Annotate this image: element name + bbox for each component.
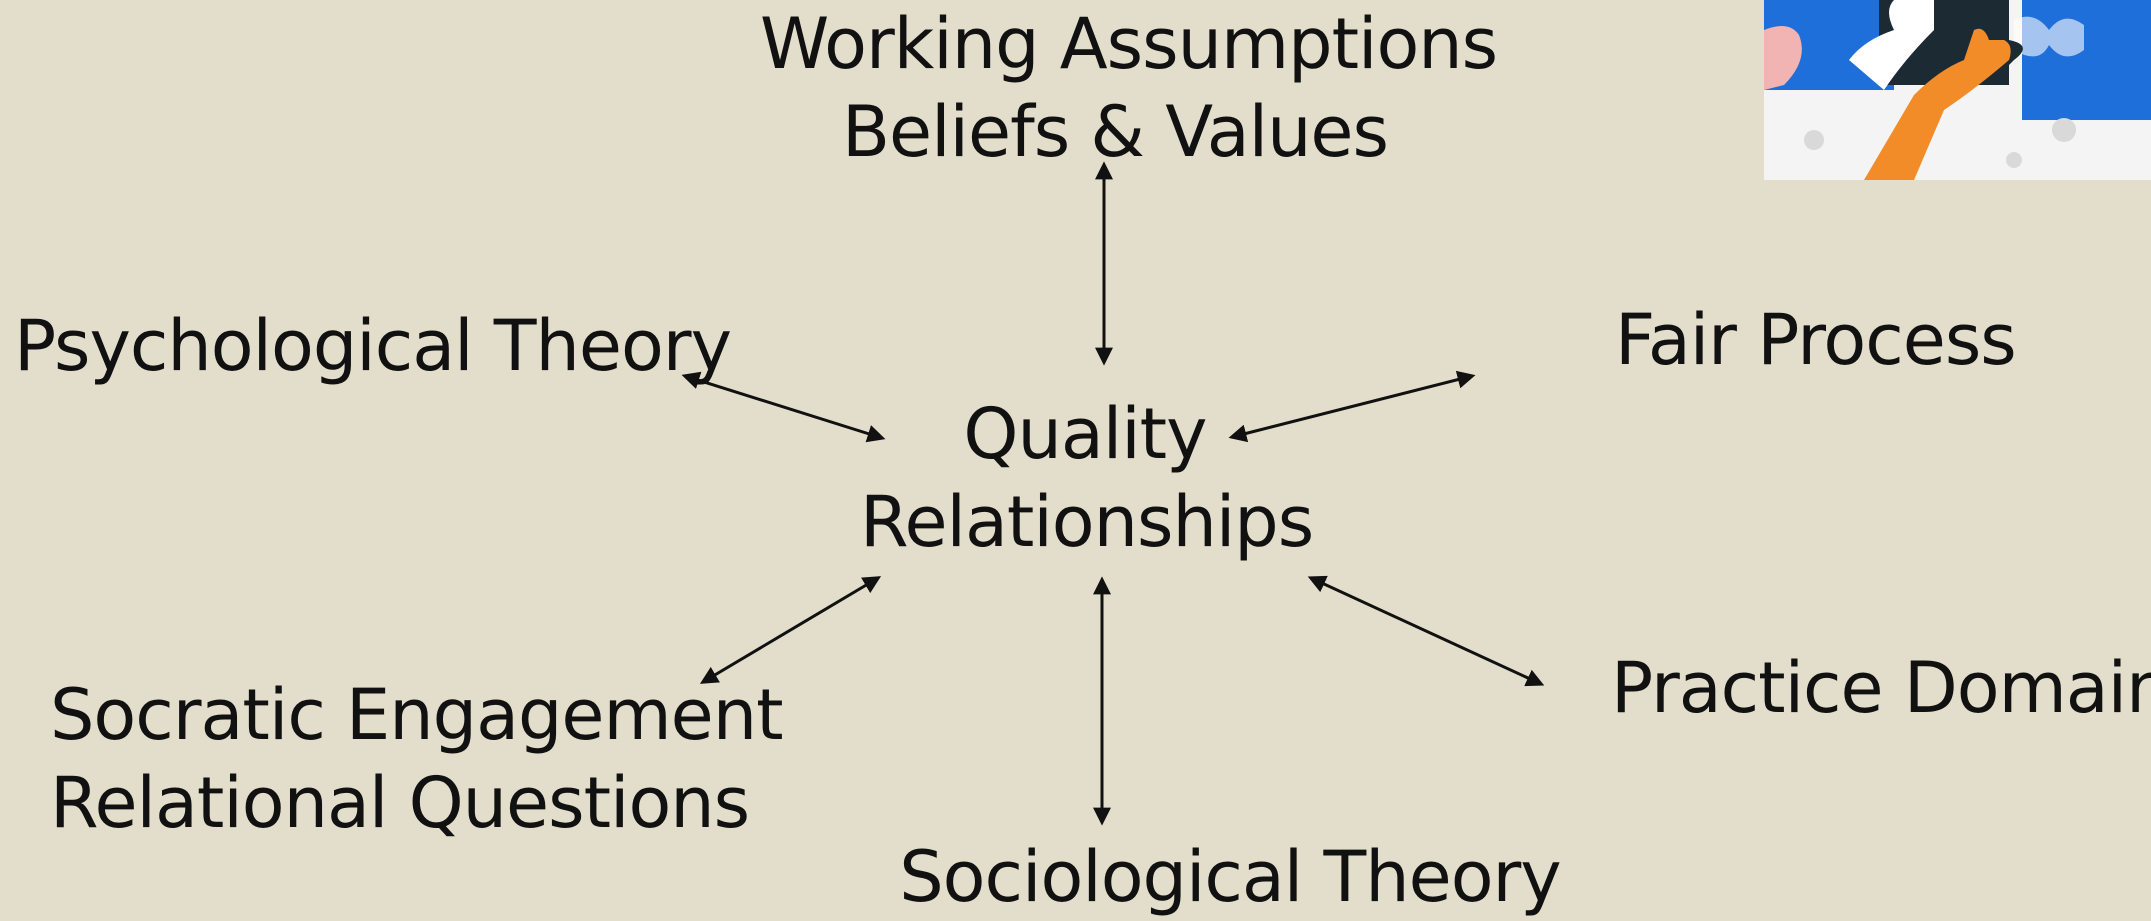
puzzle-hands-icon [1764, 0, 2151, 180]
node-bottom-line-1: Sociological Theory [899, 836, 1561, 918]
node-bottom-right-line-1: Practice Domains [1611, 647, 2151, 729]
node-quality-relationships: Quality Relationships [860, 390, 1314, 566]
node-bottom-left-line-2: Relational Questions [50, 762, 750, 844]
node-socratic-engagement: Socratic Engagement Relational Questions [50, 671, 784, 847]
node-fair-process: Fair Process [1615, 296, 2017, 384]
node-psychological-theory: Psychological Theory [14, 302, 732, 390]
arrow-left [681, 371, 886, 443]
arrow-right [1228, 370, 1476, 443]
node-working-assumptions: Working Assumptions Beliefs & Values [760, 0, 1498, 176]
arrow-bottom-right [1307, 575, 1545, 687]
node-top-line-1: Working Assumptions [760, 3, 1498, 85]
node-bottom-left-line-1: Socratic Engagement [50, 674, 784, 756]
node-practice-domains: Practice Domains [1611, 644, 2151, 732]
node-top-line-2: Beliefs & Values [842, 91, 1389, 173]
node-sociological-theory: Sociological Theory [870, 833, 1590, 921]
node-right-line-1: Fair Process [1615, 299, 2017, 381]
arrow-bottom-left [699, 576, 882, 684]
node-left-line-1: Psychological Theory [14, 305, 732, 387]
node-center-line-1: Quality [963, 393, 1207, 475]
node-center-line-2: Relationships [860, 481, 1314, 563]
puzzle-hands-image [1764, 0, 2151, 180]
